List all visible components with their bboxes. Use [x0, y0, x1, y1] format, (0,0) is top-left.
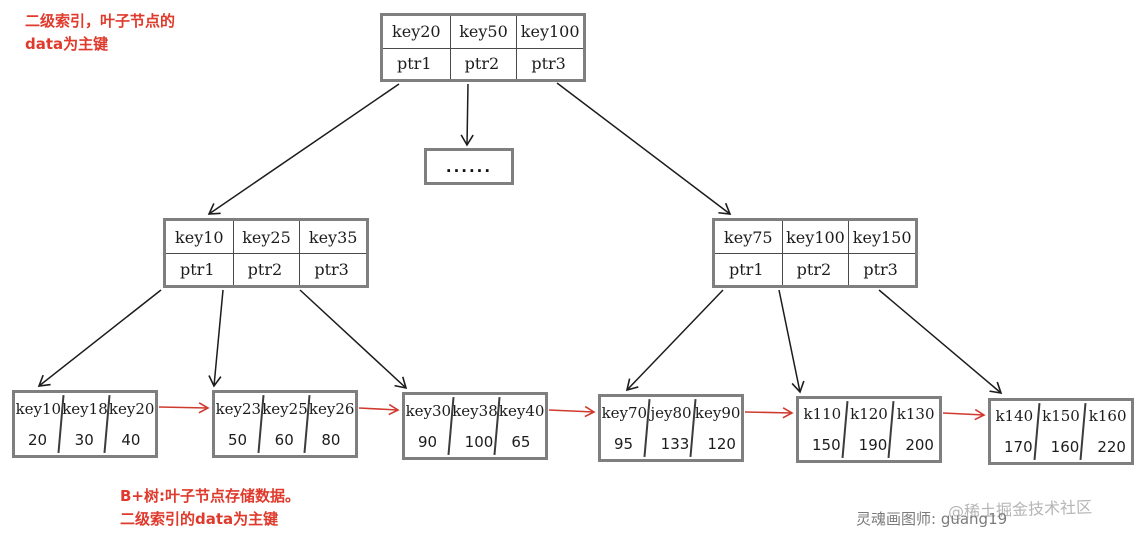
data-cell: 190 [858, 435, 888, 454]
pointer-cell: ptr2 [232, 253, 300, 285]
data-cell: 50 [228, 430, 248, 449]
edge-left-to-leaf3 [299, 289, 408, 390]
data-cell: 20 [28, 430, 48, 449]
leaf-node-4: key70 jey80 key90 95 133 120 [598, 394, 744, 462]
data-cell: 95 [614, 434, 634, 453]
pointer-cell: ptr2 [449, 47, 517, 79]
data-cell: 170 [1004, 437, 1033, 456]
annotation-bottom: B+树:叶子节点存储数据。 二级索引的data为主键 [120, 487, 301, 528]
key-cell: key10 [175, 227, 224, 247]
pointer-cell: ptr3 [848, 253, 915, 285]
leaf-node-3: key30 key38 key40 90 100 65 [402, 392, 548, 460]
internal-node-right: key75 key100 key150 ptr1 ptr2 ptr3 [712, 218, 918, 288]
data-cell: 40 [121, 430, 141, 449]
key-cell: key20 [392, 22, 441, 42]
pointer-cell: ptr1 [166, 253, 233, 285]
data-cell: 220 [1097, 437, 1126, 456]
leaf-link-2-3 [358, 403, 400, 416]
key-cell: key35 [299, 221, 366, 253]
key-cell: key100 [516, 16, 583, 48]
leaf-node-1: key10 key18 key20 20 30 40 [12, 390, 158, 458]
edge-right-to-leaf5 [778, 289, 805, 394]
key-cell: key75 [724, 227, 773, 247]
data-cell: 90 [418, 432, 438, 451]
data-cell: 133 [660, 434, 690, 453]
data-cell: 200 [905, 435, 934, 454]
key-cell: key70 [601, 403, 648, 422]
leaf-link-3-4 [548, 405, 596, 418]
pointer-cell: ptr2 [781, 253, 849, 285]
internal-node-left: key10 key25 key35 ptr1 ptr2 ptr3 [163, 218, 369, 288]
key-cell: key38 [452, 401, 498, 420]
edge-root-to-ellipsis [460, 83, 474, 147]
key-cell: key90 [694, 403, 741, 422]
ellipsis-node: ...... [424, 148, 514, 185]
key-cell: k160 [1088, 407, 1127, 426]
key-cell: k150 [1042, 407, 1080, 426]
key-cell: k130 [896, 405, 935, 424]
data-cell: 80 [321, 430, 341, 449]
pointer-cell: ptr3 [516, 47, 583, 79]
data-cell: 150 [812, 435, 841, 454]
data-cell: 30 [74, 430, 94, 449]
key-cell: key100 [781, 221, 849, 253]
key-cell: key23 [215, 399, 262, 418]
data-cell: 60 [274, 430, 294, 449]
key-cell: key30 [405, 401, 452, 420]
data-cell: 160 [1050, 437, 1080, 456]
key-cell: k120 [850, 405, 888, 424]
leaf-node-2: key23 key25 key26 50 60 80 [212, 390, 358, 458]
leaf-link-4-5 [744, 407, 794, 419]
key-cell: key18 [62, 399, 108, 418]
key-cell: key40 [498, 401, 545, 420]
pointer-cell: ptr1 [383, 47, 450, 80]
key-cell: k140 [995, 407, 1034, 426]
edge-left-to-leaf1 [37, 289, 162, 387]
leaf-node-6: k140 k150 k160 170 160 220 [988, 398, 1134, 465]
key-cell: k110 [803, 405, 842, 424]
key-cell: key20 [108, 399, 155, 418]
leaf-link-1-2 [158, 402, 210, 414]
credit-text: 灵魂画图师: guang19 [856, 510, 1008, 528]
edge-left-to-leaf2 [208, 289, 224, 388]
root-node: key20 key50 key100 ptr1 ptr2 ptr3 [380, 13, 586, 82]
data-cell: 100 [464, 432, 494, 451]
key-cell: key25 [232, 221, 300, 253]
edge-root-to-internal-right [556, 82, 732, 215]
leaf-link-5-6 [942, 408, 986, 421]
key-cell: key26 [308, 399, 355, 418]
edge-right-to-leaf4 [625, 289, 724, 392]
data-cell: 120 [707, 434, 736, 453]
pointer-cell: ptr3 [299, 253, 366, 285]
edge-right-to-leaf6 [878, 289, 1003, 395]
key-cell: key150 [848, 221, 915, 253]
data-cell: 65 [511, 432, 531, 451]
key-cell: key25 [262, 399, 308, 418]
key-cell: key50 [449, 16, 517, 48]
annotation-top-left: 二级索引，叶子节点的 data为主键 [25, 12, 176, 53]
key-cell: key10 [15, 399, 62, 418]
key-cell: jey80 [650, 403, 692, 422]
pointer-cell: ptr1 [715, 253, 782, 285]
edge-root-to-internal-left [207, 83, 400, 215]
leaf-node-5: k110 k120 k130 150 190 200 [796, 396, 942, 463]
